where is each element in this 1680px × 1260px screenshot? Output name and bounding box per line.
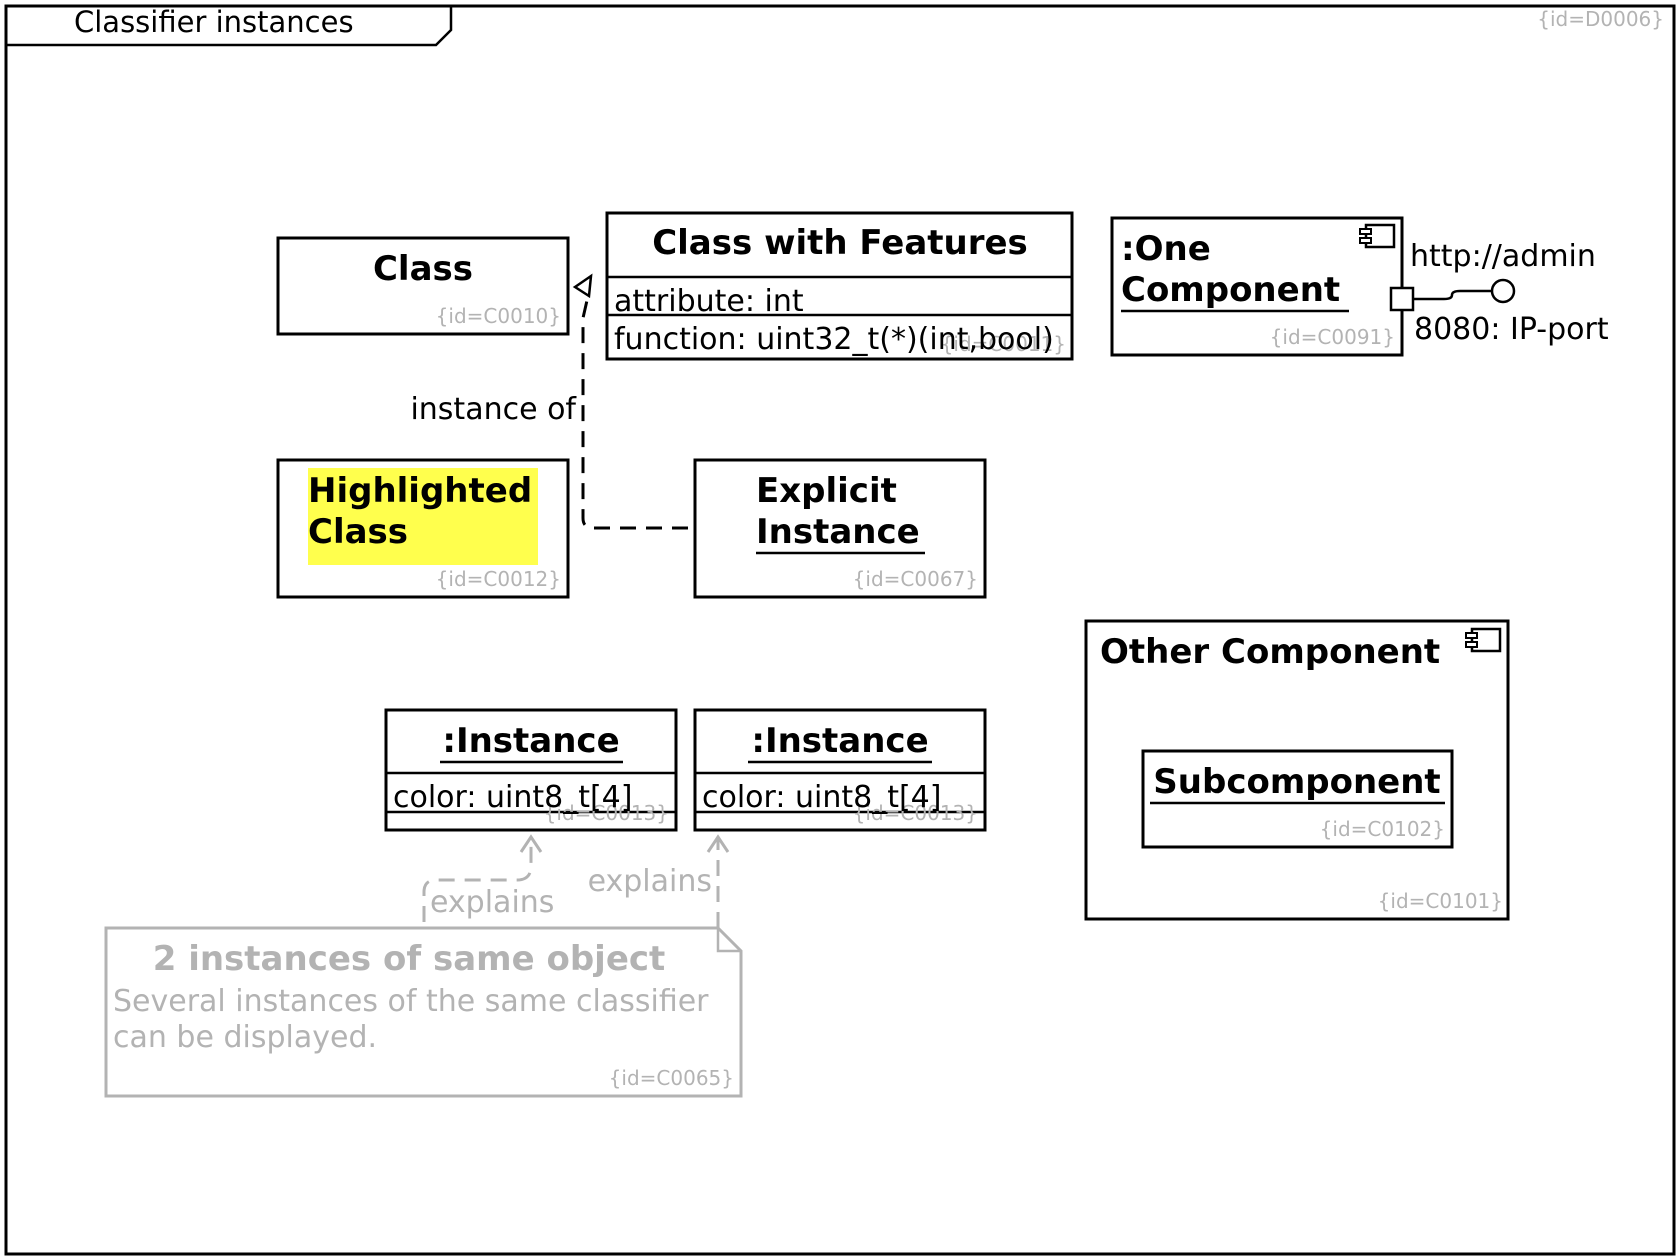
- diagram-frame: Classifier instances {id=D0006}: [4, 4, 1676, 1256]
- class-with-features-title: Class with Features: [652, 223, 1028, 263]
- explicit-instance-id-tag: {id=C0067}: [853, 567, 978, 591]
- note-box[interactable]: 2 instances of same object Several insta…: [104, 926, 743, 1098]
- class-with-features-id-tag: {id=C0011}: [941, 332, 1066, 356]
- explains-label-b: explains: [588, 864, 712, 899]
- explains-label-a: explains: [430, 885, 554, 920]
- highlight-background: [308, 468, 538, 565]
- highlighted-class-title-line2: Class: [308, 512, 408, 552]
- one-component-box[interactable]: :One Component {id=C0091}: [1110, 216, 1404, 357]
- other-component-id-tag: {id=C0101}: [1378, 889, 1503, 913]
- instance-a-id-tag: {id=C0013}: [544, 801, 669, 825]
- subcomponent-id-tag: {id=C0102}: [1320, 817, 1445, 841]
- class-id-tag: {id=C0010}: [436, 304, 561, 328]
- instance-b-id-tag: {id=C0013}: [853, 801, 978, 825]
- instance-of-arrowhead: [572, 273, 593, 299]
- explains-relation-a[interactable]: [422, 834, 543, 922]
- one-component-title-line1: :One: [1121, 229, 1211, 269]
- component-icon: [1465, 627, 1502, 653]
- one-component-id-tag: {id=C0091}: [1270, 325, 1395, 349]
- port-label-bottom: 8080: IP-port: [1414, 312, 1609, 347]
- explains-relation-b[interactable]: [706, 834, 730, 928]
- instance-b-title: :Instance: [751, 721, 928, 761]
- explicit-instance-title-line1: Explicit: [756, 471, 897, 511]
- instance-of-label: instance of: [410, 392, 577, 427]
- instance-box-b[interactable]: :Instance {id=C0013} color: uint8_t[4]: [693, 708, 987, 832]
- instance-b-attribute: color: uint8_t[4]: [702, 780, 941, 815]
- note-id-tag: {id=C0065}: [609, 1066, 734, 1090]
- instance-of-relation[interactable]: [572, 273, 688, 530]
- attribute-int: attribute: int: [614, 284, 804, 319]
- provided-interface-icon: [1490, 278, 1516, 304]
- subcomponent-title: Subcomponent: [1153, 762, 1440, 802]
- instance-a-attribute: color: uint8_t[4]: [393, 780, 632, 815]
- ip-port[interactable]: [1389, 278, 1516, 312]
- diagram-id-tag: {id=D0006}: [1537, 7, 1664, 31]
- class-with-features-box[interactable]: Class with Features {id=C0011} attribute…: [605, 211, 1074, 361]
- diagram-title: Classifier instances: [74, 5, 354, 39]
- explains-b-arrowhead: [706, 834, 730, 853]
- explicit-instance-box[interactable]: Explicit Instance {id=C0067}: [693, 458, 987, 599]
- one-component-title-line2: Component: [1121, 270, 1340, 310]
- class-title: Class: [373, 249, 473, 289]
- note-title: 2 instances of same object: [153, 939, 666, 979]
- highlighted-class-box[interactable]: Highlighted Class {id=C0012}: [276, 458, 570, 599]
- subcomponent-box[interactable]: Subcomponent {id=C0102}: [1141, 749, 1454, 849]
- port-label-top: http://admin: [1410, 239, 1596, 274]
- function-signature: function: uint32_t(*)(int,bool): [614, 322, 1054, 357]
- instance-box-a[interactable]: :Instance {id=C0013} color: uint8_t[4]: [384, 708, 678, 832]
- explains-a-arrowhead: [519, 834, 543, 853]
- highlighted-class-id-tag: {id=C0012}: [436, 567, 561, 591]
- highlighted-class-title-line1: Highlighted: [308, 471, 532, 511]
- note-line2: can be displayed.: [113, 1020, 377, 1055]
- explicit-instance-title-line2: Instance: [756, 512, 920, 552]
- note-line1: Several instances of the same classifier: [113, 984, 709, 1019]
- component-icon: [1359, 223, 1396, 249]
- class-box[interactable]: Class {id=C0010}: [276, 236, 570, 336]
- instance-a-title: :Instance: [442, 721, 619, 761]
- other-component-title: Other Component: [1100, 632, 1440, 672]
